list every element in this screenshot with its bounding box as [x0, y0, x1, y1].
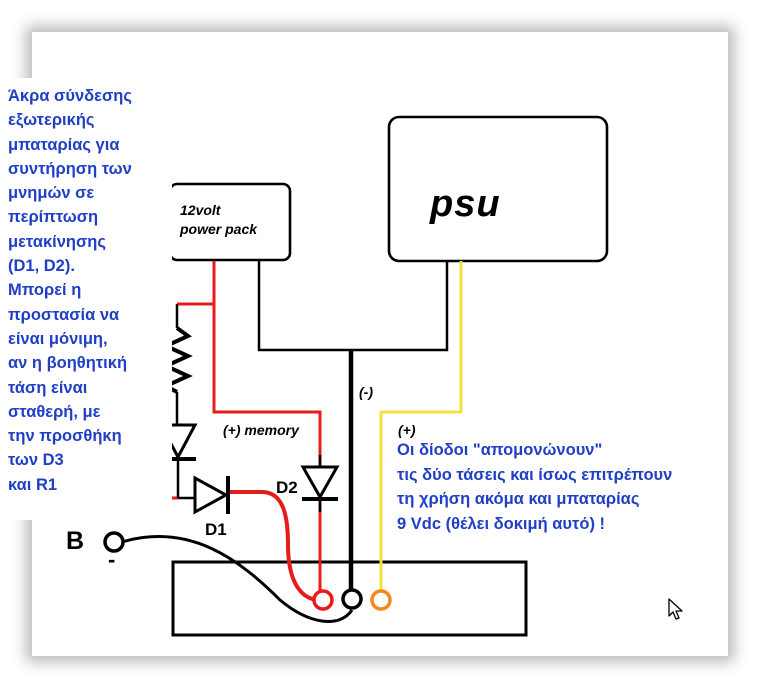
connector-orange-terminal: [370, 589, 392, 611]
left-note-line: των D3: [8, 451, 64, 470]
right-note-line: 9 Vdc (θέλει δοκιμή αυτό) !: [397, 514, 606, 533]
left-note-line: (D1, D2).: [8, 257, 75, 276]
left-note-line: μπαταρίας για: [8, 135, 120, 154]
left-note-line: μνημών σε: [8, 184, 95, 203]
d1-label: D1: [205, 520, 227, 539]
d2-diode: [300, 465, 340, 501]
mouse-cursor-icon: [668, 598, 683, 620]
right-note-line: τις δύο τάσεις και ίσως επιτρέπουν: [397, 465, 673, 484]
left-note-line: είναι μόνιμη,: [8, 329, 108, 348]
connector-red-terminal: [312, 589, 334, 611]
terminal-b-wire: [121, 535, 354, 623]
ground-wire: [257, 261, 449, 352]
right-annotation: Οι δίοδοι "απομονώνουν" τις δύο τάσεις κ…: [397, 438, 672, 536]
plus-memory-label: (+) memory: [223, 422, 299, 438]
terminal-b-circle: [103, 531, 125, 553]
right-note-line: Οι δίοδοι "απομονώνουν": [397, 441, 603, 459]
left-note-line: συντήρηση των: [8, 159, 132, 178]
d2-label: D2: [276, 478, 298, 497]
d1-diode: [193, 475, 230, 515]
right-note-line: τη χρήση ακόμα και μπαταρίας: [397, 490, 640, 508]
left-note-line: Μπορεί η: [8, 281, 82, 300]
psu-box: [387, 115, 609, 263]
left-note-line: εξωτερικής: [8, 111, 95, 130]
left-note-line: την προσθήκη: [8, 427, 122, 446]
terminal-b-label: B: [66, 527, 85, 555]
left-note-line: περίπτωση: [8, 208, 99, 227]
plus-label: (+): [398, 422, 416, 438]
minus-label: (-): [359, 384, 373, 400]
left-note-line: αν η βοηθητική: [8, 354, 128, 373]
power-pack-label-line2: power pack: [180, 221, 258, 237]
psu-label: psu: [430, 183, 501, 225]
left-note-line: προστασία να: [8, 305, 120, 324]
psu-positive-wire: [379, 261, 463, 590]
left-note-line: μετακίνησης: [8, 232, 106, 251]
left-note-line: σταθερή, με: [8, 402, 101, 421]
left-note-line: τάση είναι: [8, 378, 88, 397]
d1-output-wire: [230, 490, 321, 602]
left-note-line: Άκρα σύνδεσης: [8, 87, 132, 105]
connector-black-terminal: [341, 588, 363, 610]
power-pack-label-line1: 12volt: [180, 202, 221, 218]
left-note-line: και R1: [8, 475, 58, 494]
terminal-minus-sign: -: [108, 547, 116, 572]
left-annotation: Άκρα σύνδεσης εξωτερικής μπαταρίας για σ…: [4, 78, 172, 520]
